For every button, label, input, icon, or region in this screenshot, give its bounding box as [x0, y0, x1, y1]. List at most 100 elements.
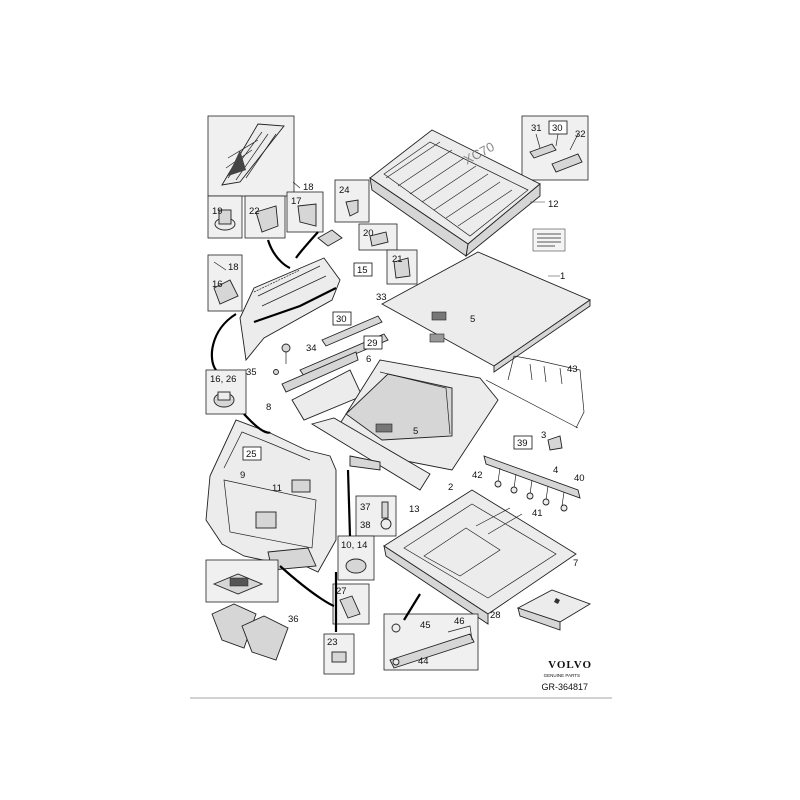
inset-cargo-net — [207, 115, 295, 197]
part-label-p38: 38 — [360, 520, 371, 531]
part-number: 17 — [291, 196, 302, 207]
part-label-p22: 22 — [249, 206, 260, 217]
part-number: 36 — [288, 614, 299, 625]
small-fasteners — [207, 179, 418, 312]
part-number: 3 — [541, 430, 546, 441]
part-label-p13: 13 — [409, 504, 420, 515]
info-label-icon — [532, 228, 566, 252]
tailgate-trim-panel — [205, 419, 337, 573]
hook-rail — [483, 435, 581, 512]
part-label-p39: 39 — [513, 435, 533, 450]
part-label-p32: 32 — [575, 129, 586, 140]
part-label-p17: 17 — [291, 196, 302, 207]
part-number-box — [513, 435, 533, 450]
first-aid-kit — [516, 589, 592, 631]
part-number: 30 — [552, 123, 563, 134]
part-label-p45: 45 — [420, 620, 431, 631]
part-label-p35: 35 — [246, 367, 257, 378]
part-label-p3: 3 — [541, 430, 546, 441]
part-number: 18 — [303, 182, 314, 193]
part-label-p27: 27 — [336, 586, 347, 597]
part-label-p23: 23 — [327, 637, 338, 648]
part-label-p42: 42 — [472, 470, 483, 481]
part-number: 46 — [454, 616, 465, 627]
arrow-floor-clip — [346, 469, 352, 537]
part-number: 34 — [306, 343, 317, 354]
inset-tailgate-switch — [205, 559, 279, 603]
part-number: 45 — [420, 620, 431, 631]
part-number: 43 — [567, 364, 578, 375]
part-number: 15 — [357, 265, 368, 276]
part-number: 23 — [327, 637, 338, 648]
net-strap — [507, 355, 585, 429]
part-number: 38 — [360, 520, 371, 531]
screw-23 — [323, 633, 355, 675]
diagram-reference: GR-364817 — [541, 682, 588, 692]
cargo-floor-panel — [310, 359, 579, 491]
part-number: 29 — [367, 338, 378, 349]
part-number: 42 — [472, 470, 483, 481]
part-number: 16 — [212, 279, 223, 290]
part-label-p9: 9 — [240, 470, 245, 481]
side-trim-panel — [239, 257, 341, 362]
part-label-p36: 36 — [288, 614, 299, 625]
part-number: 1 — [560, 271, 565, 282]
part-label-p43: 43 — [567, 364, 578, 375]
part-label-p11: 11 — [272, 483, 282, 494]
part-number: 7 — [573, 558, 578, 569]
clip-16-26 — [205, 369, 247, 415]
part-number: 2 — [448, 482, 453, 493]
part-number: 8 — [266, 402, 271, 413]
part-label-p40: 40 — [574, 473, 585, 484]
bumper-blocks — [211, 603, 289, 661]
part-label-p25: 25 — [242, 446, 262, 461]
part-number-box — [332, 311, 352, 326]
part-label-p1014: 10, 14 — [341, 540, 367, 551]
part-label-p6: 6 — [366, 354, 371, 365]
part-number: 33 — [376, 292, 387, 303]
part-label-p46: 46 — [454, 616, 465, 627]
part-number: 32 — [575, 129, 586, 140]
part-label-p34: 34 — [306, 343, 317, 354]
arrow-fastener-panel-2 — [210, 313, 237, 371]
part-label-p18a: 18 — [303, 182, 314, 193]
part-number: 20 — [363, 228, 374, 239]
part-number: 30 — [336, 314, 347, 325]
part-number: 44 — [418, 656, 429, 667]
part-number-box — [548, 120, 568, 135]
part-number: 5 — [413, 426, 418, 437]
part-number: 24 — [339, 185, 350, 196]
part-label-p24: 24 — [339, 185, 350, 196]
part-label-p8: 8 — [266, 402, 271, 413]
part-number: 19 — [212, 206, 223, 217]
part-number: 35 — [246, 367, 257, 378]
part-number: 40 — [574, 473, 585, 484]
screw-washer-box — [355, 495, 397, 537]
part-label-p29: 29 — [363, 335, 383, 350]
part-number: 41 — [532, 508, 543, 519]
arrow-clip-panel — [295, 231, 319, 259]
part-number-box — [363, 335, 383, 350]
part-label-p4: 4 — [553, 465, 558, 476]
part-number: 25 — [246, 449, 257, 460]
part-label-p5a: 5 — [470, 314, 475, 325]
part-number: 5 — [470, 314, 475, 325]
part-number: 11 — [272, 483, 282, 494]
part-label-p1626: 16, 26 — [210, 374, 236, 385]
part-label-p1: 1 — [560, 271, 565, 282]
part-number-box — [353, 262, 373, 277]
part-number: 9 — [240, 470, 245, 481]
part-label-p37: 37 — [360, 502, 371, 513]
part-number-box — [242, 446, 262, 461]
cargo-mat — [381, 251, 591, 373]
part-number: 21 — [392, 254, 403, 265]
part-number: 4 — [553, 465, 558, 476]
part-label-p7: 7 — [573, 558, 578, 569]
part-label-p16: 16 — [212, 279, 223, 290]
part-label-p20: 20 — [363, 228, 374, 239]
part-label-p28: 28 — [490, 610, 501, 621]
arrow-panel-clip — [279, 565, 335, 608]
part-label-p44: 44 — [418, 656, 429, 667]
clip-10-14 — [337, 535, 375, 581]
